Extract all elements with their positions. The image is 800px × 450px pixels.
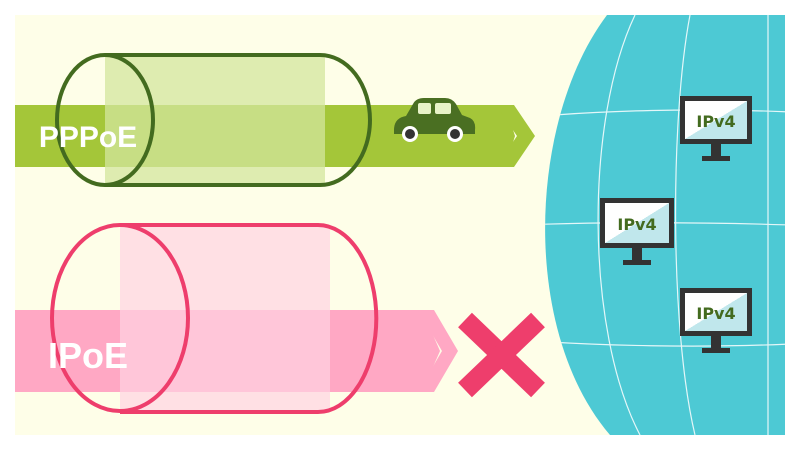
ipoe-row: IPoE (15, 223, 545, 414)
ipoe-label: IPoE (48, 335, 128, 376)
pppoe-tube-outline (105, 53, 372, 187)
pppoe-label: PPPoE (39, 121, 137, 154)
cross-icon (458, 312, 545, 398)
pppoe-double-chevron-right-icon (496, 105, 535, 167)
pppoe-tube-mouth (55, 53, 155, 187)
car-icon (394, 98, 476, 142)
ipoe-double-chevron-right-icon (418, 310, 458, 392)
monitor-1-label: IPv4 (696, 112, 735, 131)
ipoe-tube-outline (120, 223, 379, 414)
ipoe-tube-body (120, 225, 330, 412)
pppoe-row: PPPoE (15, 53, 535, 187)
monitor-2: IPv4 (600, 198, 674, 265)
ipoe-tube-mouth (50, 223, 190, 413)
monitor-2-label: IPv4 (617, 215, 656, 234)
ipoe-band-tip (410, 310, 440, 392)
monitor-3: IPv4 (680, 288, 752, 353)
monitor-1: IPv4 (680, 96, 752, 161)
monitor-3-label: IPv4 (696, 304, 735, 323)
